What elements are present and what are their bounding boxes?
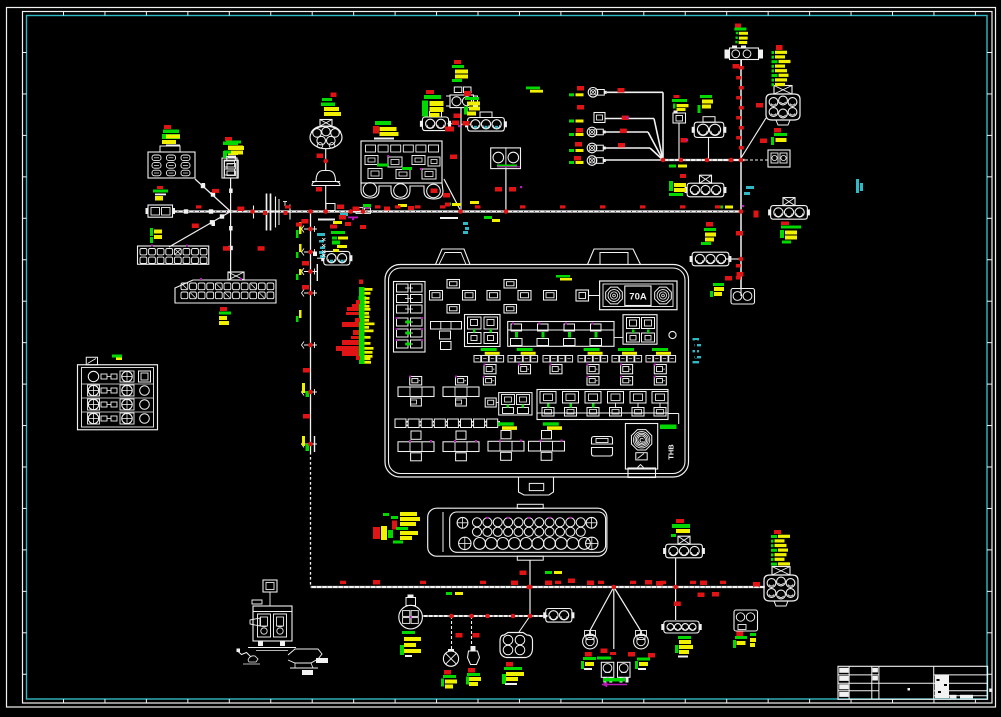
svg-text:70A: 70A: [629, 292, 647, 303]
svg-text:C: C: [639, 438, 644, 445]
svg-text:THB: THB: [667, 444, 676, 460]
